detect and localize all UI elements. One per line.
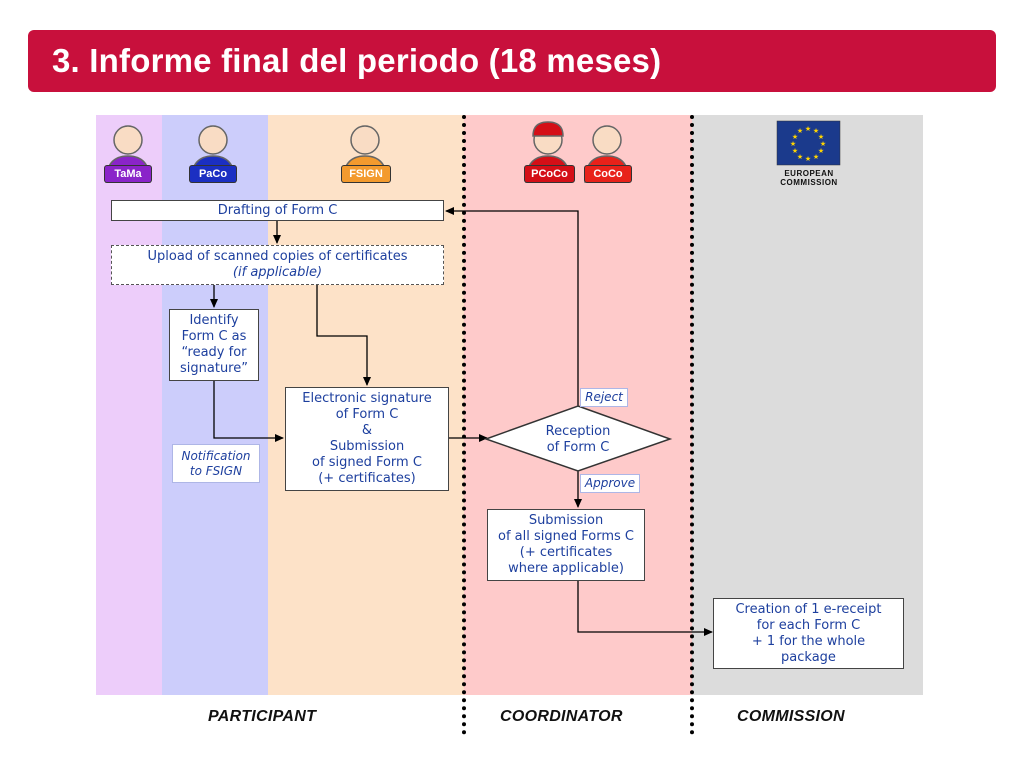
svg-text:★: ★ [820, 140, 826, 148]
role-badge-pcoco: PCoCo [524, 165, 575, 183]
person-pcoco-hat-icon [532, 121, 564, 137]
reception-form-c-text: Reception of Form C [516, 423, 640, 457]
identify-line-3: “ready for [181, 345, 247, 360]
esign-line-2: of Form C [335, 407, 399, 422]
person-paco-head-icon [198, 125, 228, 155]
separator-coordinator-commission [690, 115, 694, 735]
person-fsign-head-icon [350, 125, 380, 155]
reception-diamond [483, 405, 673, 472]
creation-line-1: Creation of 1 e-receipt [735, 601, 882, 617]
reception-line-1: Reception [545, 424, 611, 439]
notification-label: Notification to FSIGN [172, 444, 260, 483]
esign-line-1: Electronic signature [302, 391, 432, 406]
electronic-signature-box: Electronic signature of Form C & Submiss… [285, 387, 449, 491]
role-badge-coco: CoCo [584, 165, 632, 183]
svg-text:★: ★ [797, 153, 803, 161]
submission-all-forms-box: Submission of all signed Forms C (+ cert… [487, 509, 645, 581]
esign-line-4: Submission [329, 439, 405, 454]
lane-label-participant: PARTICIPANT [208, 708, 317, 725]
svg-text:★: ★ [805, 125, 811, 133]
svg-text:★: ★ [792, 147, 798, 155]
svg-text:★: ★ [790, 140, 796, 148]
upload-line-1: Upload of scanned copies of certificates [147, 249, 408, 264]
notification-line-1: Notification [181, 448, 251, 463]
eu-logo-line1: EUROPEAN [784, 169, 834, 178]
lane-label-commission: COMMISSION [737, 708, 845, 725]
lane-label-coordinator: COORDINATOR [500, 708, 623, 725]
submission-line-4: where applicable) [508, 561, 624, 576]
identify-line-2: Form C as [181, 329, 247, 344]
approve-label: Approve [580, 474, 640, 493]
arrow-identify-to-esign [213, 381, 284, 442]
person-coco-head-icon [592, 125, 622, 155]
title-bar: 3. Informe final del periodo (18 meses) [28, 30, 996, 92]
arrow-upload-to-esign [316, 285, 371, 386]
eu-logo-line2: COMMISSION [780, 178, 838, 187]
svg-text:★: ★ [813, 127, 819, 135]
role-badge-fsign: FSIGN [341, 165, 391, 183]
svg-text:★: ★ [792, 133, 798, 141]
submission-line-2: of all signed Forms C [498, 529, 634, 544]
submission-line-3: (+ certificates [519, 545, 613, 560]
svg-text:★: ★ [818, 147, 824, 155]
arrow-submission-to-creation [577, 581, 713, 636]
svg-text:★: ★ [818, 133, 824, 141]
reception-line-2: of Form C [546, 440, 610, 455]
upload-line-2: (if applicable) [232, 265, 323, 280]
svg-text:★: ★ [805, 155, 811, 163]
creation-line-3: + 1 for the whole [751, 633, 866, 649]
separator-participant-coordinator [462, 115, 466, 735]
identify-form-c-box: Identify Form C as “ready for signature” [169, 309, 259, 381]
esign-line-5: of signed Form C [312, 455, 422, 470]
identify-line-4: signature” [180, 361, 248, 376]
esign-line-6: (+ certificates) [318, 471, 416, 486]
page-title: 3. Informe final del periodo (18 meses) [52, 42, 662, 79]
svg-text:★: ★ [797, 127, 803, 135]
drafting-form-c-text: Drafting of Form C [217, 202, 338, 218]
role-badge-tama: TaMa [104, 165, 152, 183]
notification-line-2: to FSIGN [189, 463, 243, 478]
svg-text:★: ★ [813, 153, 819, 161]
eu-flag-icon: ★ ★ ★ ★ ★ ★ ★ ★ ★ ★ ★ ★ [776, 120, 841, 166]
creation-line-4: package [781, 649, 836, 665]
submission-line-1: Submission [528, 513, 604, 528]
role-badge-paco: PaCo [189, 165, 237, 183]
creation-line-2: for each Form C [756, 617, 861, 633]
person-tama-head-icon [113, 125, 143, 155]
upload-certificates-box: Upload of scanned copies of certificates… [111, 245, 444, 285]
creation-e-receipt-box: Creation of 1 e-receipt for each Form C … [713, 598, 904, 669]
esign-line-3: & [361, 423, 373, 438]
reject-label: Reject [580, 388, 628, 407]
eu-logo-text: EUROPEAN COMMISSION [770, 169, 848, 187]
identify-line-1: Identify [189, 313, 239, 328]
arrow-reject-to-drafting [445, 207, 579, 406]
drafting-form-c-box: Drafting of Form C [111, 200, 444, 221]
